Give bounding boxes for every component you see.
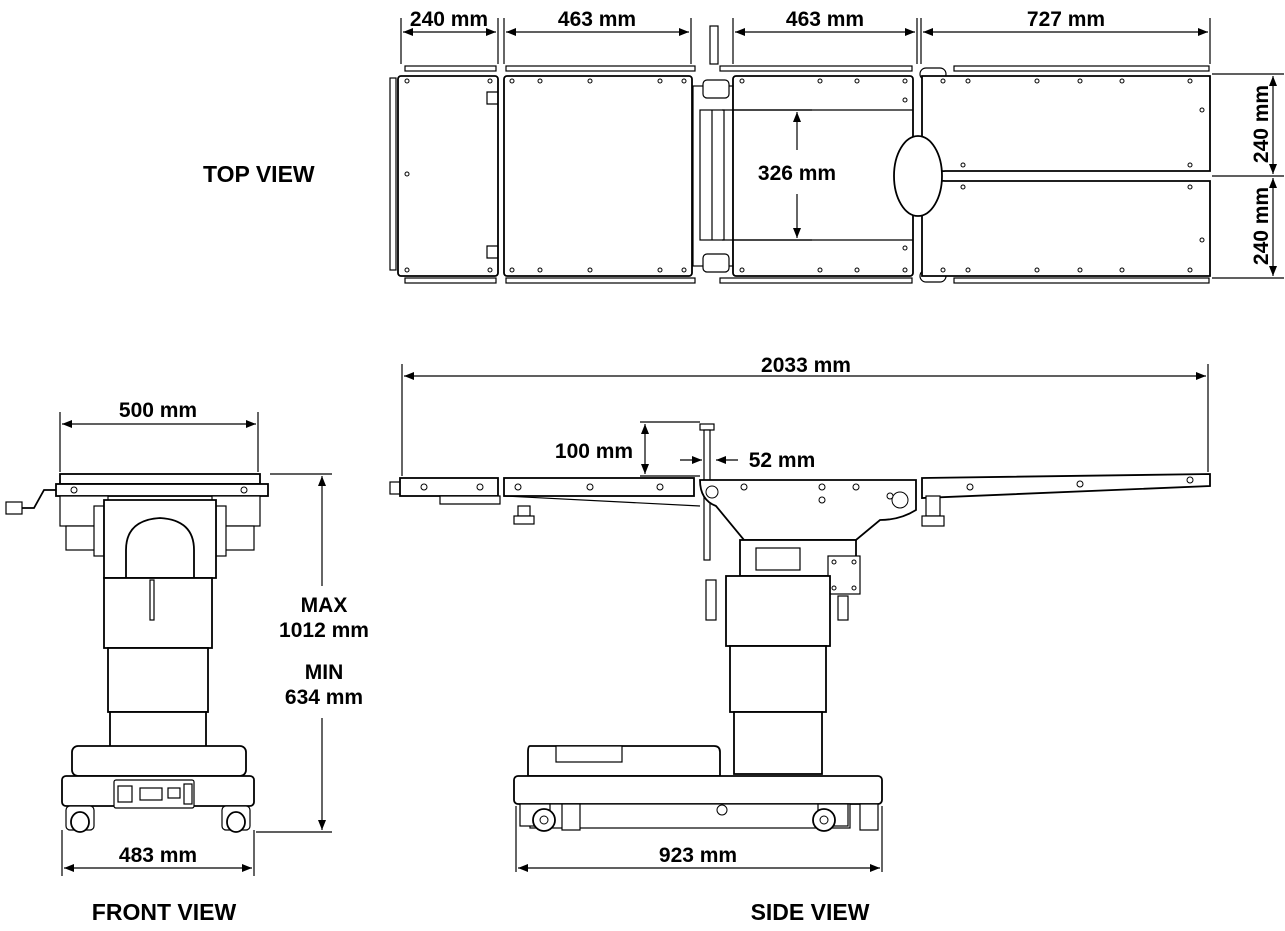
top-dimension-lines — [400, 18, 1284, 279]
top-view: TOP VIEW — [203, 8, 1284, 284]
dim-front-max-value: 1012 mm — [279, 619, 369, 642]
dim-front-top-width: 500 mm — [119, 399, 197, 422]
dim-side-base-length: 923 mm — [659, 844, 737, 867]
dim-top-leg-width-upper: 240 mm — [1250, 85, 1273, 163]
dim-top-section-1: 240 mm — [410, 8, 488, 31]
side-view: 2033 mm 100 mm 52 mm 923 mm SIDE VIEW — [389, 354, 1211, 925]
top-head-section — [389, 75, 499, 277]
top-view-label: TOP VIEW — [203, 161, 315, 187]
dim-top-section-4: 727 mm — [1027, 8, 1105, 31]
dim-front-base-width: 483 mm — [119, 844, 197, 867]
dim-top-section-3: 463 mm — [786, 8, 864, 31]
top-joint-mechanism — [692, 25, 734, 273]
dim-side-rail-gap: 52 mm — [749, 449, 816, 472]
side-view-label: SIDE VIEW — [751, 899, 870, 925]
top-view-rails — [404, 65, 1210, 284]
dim-front-max-label: MAX — [301, 594, 348, 617]
dim-top-inner-width: 326 mm — [758, 162, 836, 185]
front-view-label: FRONT VIEW — [92, 899, 237, 925]
dim-side-headrest-height: 100 mm — [555, 440, 633, 463]
dim-front-min-label: MIN — [305, 661, 344, 684]
dim-front-min-value: 634 mm — [285, 686, 363, 709]
top-back-section — [503, 75, 693, 277]
dim-side-total-length: 2033 mm — [761, 354, 851, 377]
top-leg-sections — [893, 67, 1211, 283]
dim-top-leg-width-lower: 240 mm — [1250, 187, 1273, 265]
front-view: 500 mm 483 mm MAX 1012 mm MIN 634 mm FRO… — [5, 399, 369, 925]
dim-top-section-2: 463 mm — [558, 8, 636, 31]
